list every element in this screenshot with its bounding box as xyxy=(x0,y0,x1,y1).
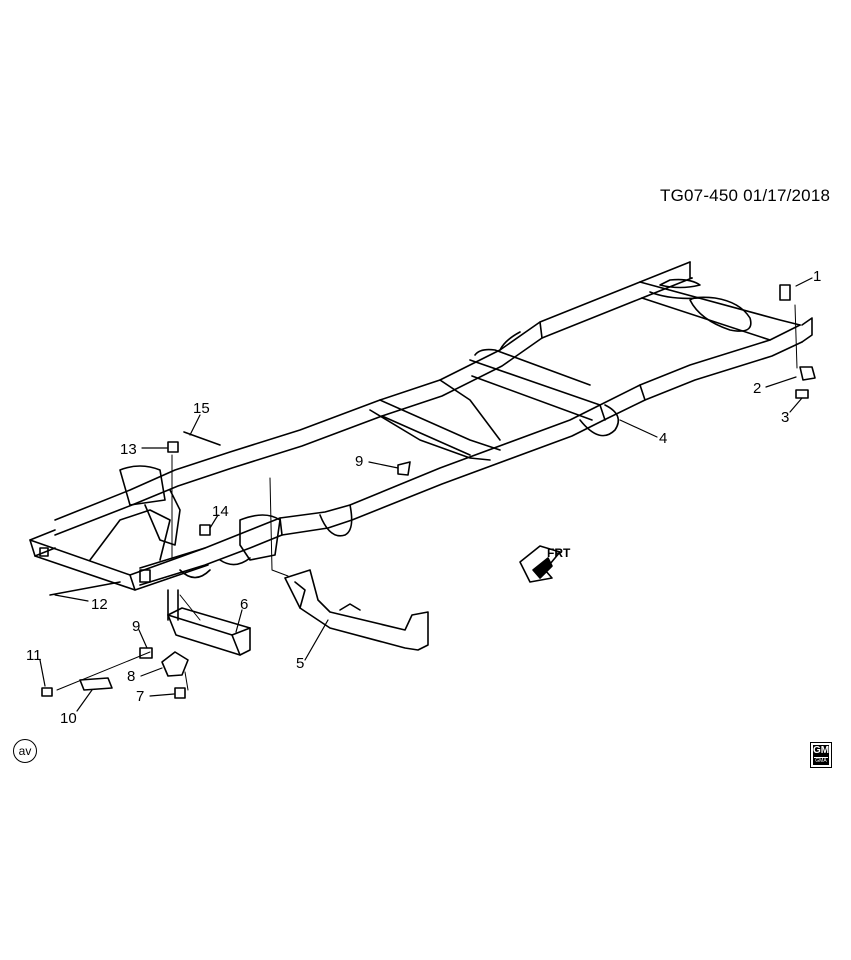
gm-logo-text: GM xyxy=(813,745,830,756)
front-direction-arrow xyxy=(519,545,561,583)
callout-9-lower: 9 xyxy=(132,618,140,635)
callout-14: 14 xyxy=(212,503,229,520)
callout-12: 12 xyxy=(91,596,108,613)
callout-15: 15 xyxy=(193,400,210,417)
front-crossmember xyxy=(639,278,801,341)
callout-9-upper: 9 xyxy=(355,453,363,470)
callout-6: 6 xyxy=(240,596,248,613)
plate-part-10 xyxy=(79,677,113,691)
callout-8: 8 xyxy=(127,668,135,685)
callout-7: 7 xyxy=(136,688,144,705)
front-direction-label: FRT xyxy=(547,546,571,560)
callout-10: 10 xyxy=(60,710,77,727)
rear-crossmember xyxy=(29,465,281,591)
callout-11: 11 xyxy=(26,647,42,664)
callout-13: 13 xyxy=(120,441,137,458)
callout-3: 3 xyxy=(781,409,789,426)
connector-lines xyxy=(56,304,798,691)
callout-1: 1 xyxy=(813,268,821,285)
right-frame-rail xyxy=(54,261,693,536)
gm-logo-subtext: GMA xyxy=(814,757,828,764)
bracket-part-5 xyxy=(284,569,429,651)
callout-5: 5 xyxy=(296,655,304,672)
leader-lines xyxy=(39,277,813,712)
gm-logo: GM GMA xyxy=(810,742,832,768)
callout-2: 2 xyxy=(753,380,761,397)
plate-part-8 xyxy=(161,651,189,677)
corner-tag: av xyxy=(13,739,37,763)
center-crossmembers xyxy=(369,348,620,461)
document-id: TG07-450 01/17/2018 xyxy=(660,186,831,205)
left-frame-rail xyxy=(139,317,813,586)
extension-part-6 xyxy=(167,589,251,656)
callout-4: 4 xyxy=(659,430,667,447)
